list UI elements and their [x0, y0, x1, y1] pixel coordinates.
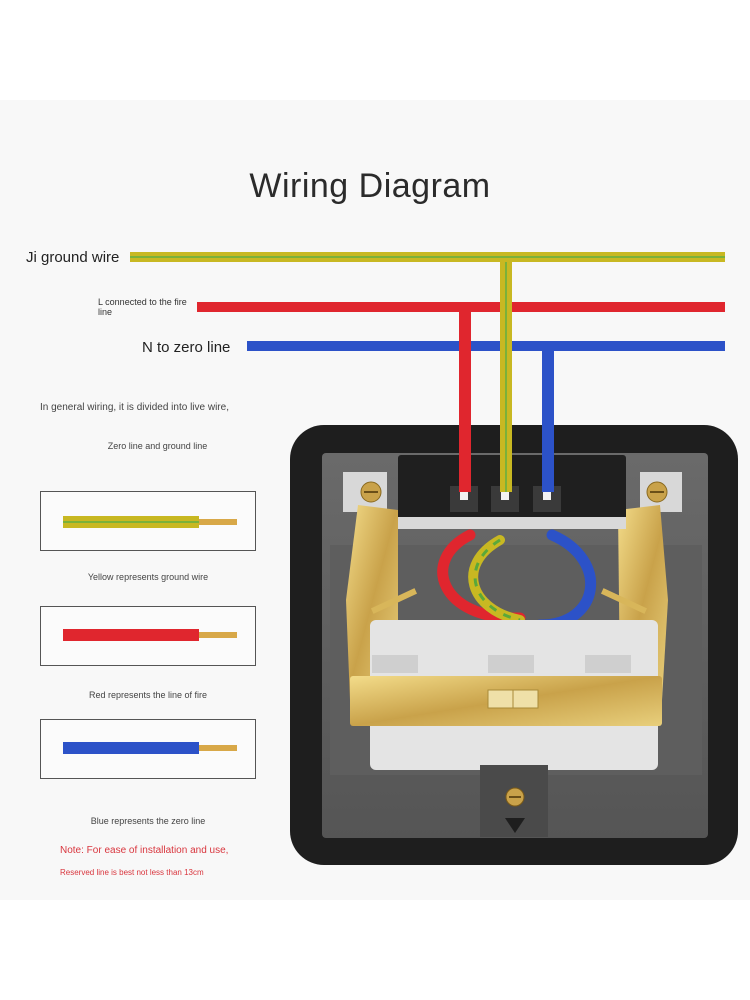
note-line-2: Reserved line is best not less than 13cm [60, 868, 204, 877]
neutral-wire-main [247, 341, 725, 351]
yellow-sample-wire [63, 516, 237, 528]
intro-line-2: Zero line and ground line [107, 441, 208, 451]
intro-line-1: In general wiring, it is divided into li… [40, 402, 229, 413]
blue-caption: Blue represents the zero line [90, 816, 206, 826]
red-caption: Red represents the line of fire [88, 690, 208, 700]
neutral-drop-wire [542, 351, 554, 492]
live-drop-wire [459, 312, 471, 492]
live-wire-label: L connected to the fire line [98, 297, 187, 317]
yellow-caption: Yellow represents ground wire [87, 572, 209, 582]
terminal-block-base [398, 517, 626, 529]
ground-wire-main [130, 252, 725, 262]
note-line-1: Note: For ease of installation and use, [60, 845, 229, 856]
internal-live-wire [437, 529, 526, 624]
blue-sample-wire [63, 742, 237, 754]
live-wire-main [197, 302, 725, 312]
ground-drop-wire [500, 262, 512, 492]
red-sample-wire [63, 629, 237, 641]
ground-wire-label: Ji ground wire [26, 249, 120, 266]
diagram-title: Wiring Diagram [249, 167, 491, 205]
neutral-wire-label: N to zero line [142, 339, 231, 356]
